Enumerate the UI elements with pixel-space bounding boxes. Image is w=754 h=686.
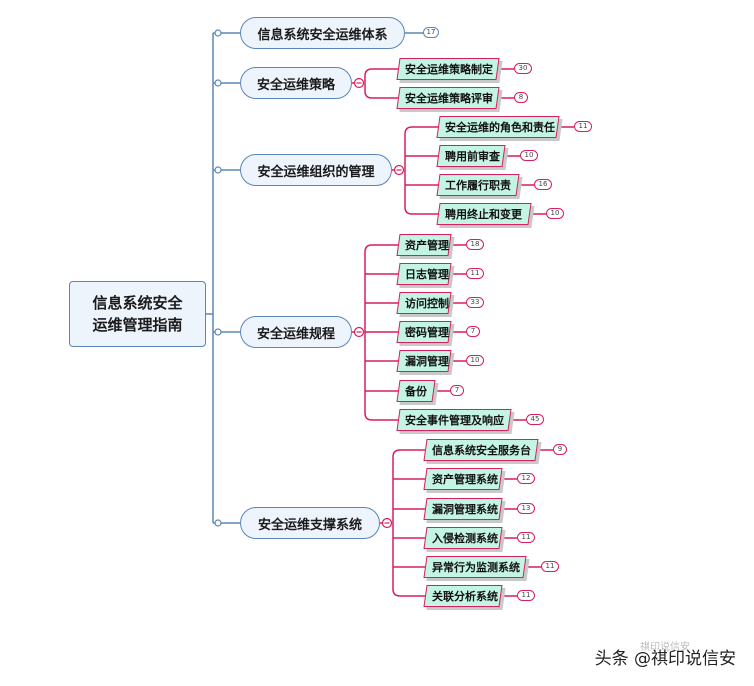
sub-topic-label: 备份 — [405, 385, 427, 398]
sub-topic-label: 异常行为监测系统 — [432, 561, 520, 574]
main-topic-label: 安全运维规程 — [256, 326, 335, 342]
topic-count-badge: 9 — [553, 444, 567, 455]
main-topic[interactable]: 安全运维支撑系统 — [240, 507, 380, 539]
main-topic-label: 安全运维策略 — [256, 77, 335, 93]
sub-topic-label: 入侵检测系统 — [432, 532, 498, 545]
topic-count-badge: 8 — [514, 92, 528, 103]
sub-topic-label: 安全运维的角色和责任 — [445, 121, 555, 134]
sub-topic[interactable]: 安全运维的角色和责任 — [436, 116, 560, 138]
main-topic[interactable]: 安全运维组织的管理 — [240, 154, 392, 186]
topic-count-badge: 33 — [466, 297, 484, 308]
sub-topic[interactable]: 异常行为监测系统 — [423, 556, 527, 578]
topic-count-badge: 11 — [466, 268, 484, 279]
sub-topic-label: 关联分析系统 — [432, 590, 498, 603]
main-topic[interactable]: 安全运维规程 — [240, 316, 352, 348]
sub-topic-label: 漏洞管理 — [405, 355, 449, 368]
topic-count-badge: 10 — [466, 355, 484, 366]
topic-count-badge: 11 — [574, 121, 592, 132]
branch-dot-icon — [214, 328, 222, 336]
main-topic[interactable]: 信息系统安全运维体系 — [240, 17, 405, 49]
main-topic-label: 信息系统安全运维体系 — [257, 27, 388, 43]
sub-topic[interactable]: 备份 — [396, 380, 436, 402]
topic-count-badge: 45 — [526, 414, 544, 425]
branch-dot-icon — [214, 519, 222, 527]
main-topic[interactable]: 安全运维策略 — [240, 67, 352, 99]
sub-topic[interactable]: 工作履行职责 — [436, 174, 520, 196]
sub-topic[interactable]: 安全运维策略评审 — [396, 87, 500, 109]
topic-count-badge: 11 — [517, 532, 535, 543]
branch-dot-icon — [214, 166, 222, 174]
topic-count-badge: 10 — [520, 150, 538, 161]
sub-topic[interactable]: 访问控制 — [396, 292, 452, 314]
sub-branch-curve — [364, 244, 373, 332]
sub-topic[interactable]: 关联分析系统 — [423, 585, 503, 607]
sub-branch-curve — [392, 523, 401, 597]
sub-topic[interactable]: 资产管理 — [396, 234, 452, 256]
sub-topic-label: 聘用前审查 — [445, 150, 500, 163]
sub-topic[interactable]: 日志管理 — [396, 263, 452, 285]
sub-branch-curve — [392, 449, 401, 523]
sub-branch-curve — [404, 126, 413, 170]
sub-topic[interactable]: 聘用前审查 — [436, 145, 506, 167]
topic-count-badge: 11 — [517, 590, 535, 601]
sub-branch-curve — [364, 332, 373, 421]
sub-topic[interactable]: 安全运维策略制定 — [396, 58, 500, 80]
topic-count-badge: 10 — [546, 208, 564, 219]
root-topic-line2: 运维管理指南 — [92, 316, 183, 334]
sub-topic-label: 访问控制 — [405, 297, 449, 310]
main-topic-label: 安全运维组织的管理 — [257, 164, 375, 180]
sub-topic-label: 安全运维策略制定 — [405, 63, 493, 76]
topic-count-badge: 16 — [534, 179, 552, 190]
sub-topic-label: 资产管理系统 — [432, 473, 498, 486]
sub-topic[interactable]: 漏洞管理 — [396, 350, 452, 372]
watermark: 头条 @祺印说信安 — [594, 649, 736, 669]
sub-topic-label: 工作履行职责 — [445, 179, 511, 192]
sub-topic-label: 安全运维策略评审 — [405, 92, 493, 105]
sub-topic[interactable]: 密码管理 — [396, 321, 452, 343]
sub-topic[interactable]: 安全事件管理及响应 — [396, 409, 512, 431]
branch-dot-icon — [214, 79, 222, 87]
topic-count-badge: 11 — [541, 561, 559, 572]
main-topic-label: 安全运维支撑系统 — [257, 517, 362, 533]
branch-dot-icon — [214, 29, 222, 37]
sub-topic[interactable]: 聘用终止和变更 — [436, 203, 532, 225]
watermark-ghost: 祺印说信安 — [640, 642, 690, 653]
sub-topic-label: 信息系统安全服务台 — [432, 444, 531, 457]
sub-topic[interactable]: 资产管理系统 — [423, 468, 503, 490]
sub-topic-label: 漏洞管理系统 — [432, 503, 498, 516]
sub-topic[interactable]: 漏洞管理系统 — [423, 498, 503, 520]
topic-count-badge: 18 — [466, 239, 484, 250]
topic-count-badge: 17 — [423, 27, 439, 38]
sub-branch-curve — [404, 170, 413, 215]
root-topic[interactable]: 信息系统安全 运维管理指南 — [69, 281, 206, 347]
sub-branch-curve — [364, 68, 373, 83]
root-topic-line1: 信息系统安全 — [92, 294, 183, 312]
sub-topic[interactable]: 入侵检测系统 — [423, 527, 503, 549]
sub-topic-label: 密码管理 — [405, 326, 449, 339]
topic-count-badge: 13 — [517, 503, 535, 514]
sub-topic-label: 聘用终止和变更 — [445, 208, 522, 221]
sub-topic[interactable]: 信息系统安全服务台 — [423, 439, 539, 461]
sub-topic-label: 资产管理 — [405, 239, 449, 252]
topic-count-badge: 7 — [466, 326, 480, 337]
topic-count-badge: 7 — [450, 385, 464, 396]
topic-count-badge: 30 — [514, 63, 532, 74]
topic-count-badge: 12 — [517, 473, 535, 484]
sub-topic-label: 安全事件管理及响应 — [405, 414, 504, 427]
sub-branch-curve — [364, 83, 373, 99]
sub-topic-label: 日志管理 — [405, 268, 449, 281]
